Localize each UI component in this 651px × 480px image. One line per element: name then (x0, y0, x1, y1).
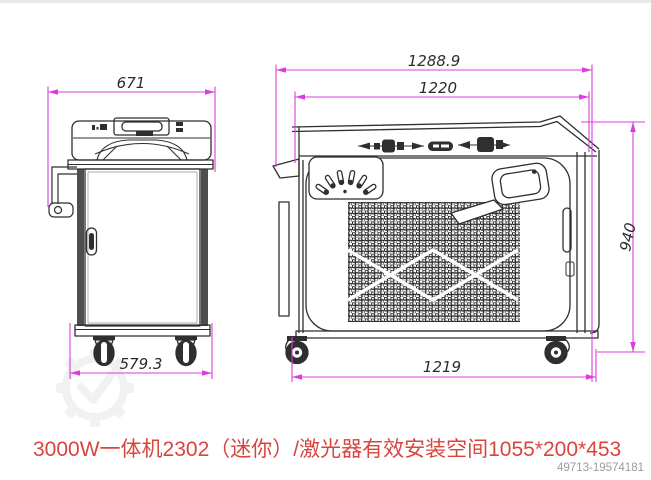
side-rear-flap (272, 158, 300, 179)
dim-label-side-overall-length: 1288.9 (408, 52, 461, 70)
connector-slots (315, 169, 377, 195)
front-base (74, 324, 211, 337)
side-caster-left (285, 336, 309, 365)
front-cowl (94, 139, 190, 161)
front-caster-left (93, 336, 115, 367)
dimension-1219 (291, 337, 597, 382)
side-top-vent-glyphs (358, 137, 510, 153)
front-side-bracket (48, 166, 77, 218)
front-view-machine (48, 117, 214, 367)
dim-label-front-base-width: 579.3 (120, 355, 163, 373)
front-door-handle (85, 227, 98, 256)
page-top-edge (0, 0, 651, 3)
serial-number: 49713-19574181 (557, 462, 644, 474)
front-lift-handle (113, 117, 170, 136)
side-mesh-panel (347, 202, 520, 322)
side-view-machine (272, 115, 600, 365)
front-door (84, 168, 201, 327)
dim-label-side-body-length: 1220 (419, 79, 457, 97)
dim-label-side-base-length: 1219 (423, 358, 461, 376)
side-torch-holster (450, 162, 550, 225)
front-cap-markings (92, 122, 183, 132)
side-base (295, 330, 599, 339)
dimension-579-3 (69, 323, 213, 379)
side-connector-panel (308, 156, 384, 200)
dimension-940 (581, 121, 645, 353)
dimension-1288-9 (275, 64, 593, 382)
dimension-1220 (294, 91, 590, 163)
front-caster-right (175, 336, 197, 367)
dim-label-side-height: 940 (616, 221, 640, 253)
dimension-671 (47, 86, 216, 207)
side-caster-right (544, 336, 570, 365)
side-roof (291, 115, 600, 157)
dim-label-front-top-width: 671 (117, 74, 146, 92)
side-right-column (562, 150, 600, 334)
caption-title: 3000W一体机2302（迷你）/激光器有效安装空间1055*200*453 (33, 438, 621, 461)
dimension-lines (47, 64, 645, 382)
side-rear-panel (278, 201, 290, 317)
